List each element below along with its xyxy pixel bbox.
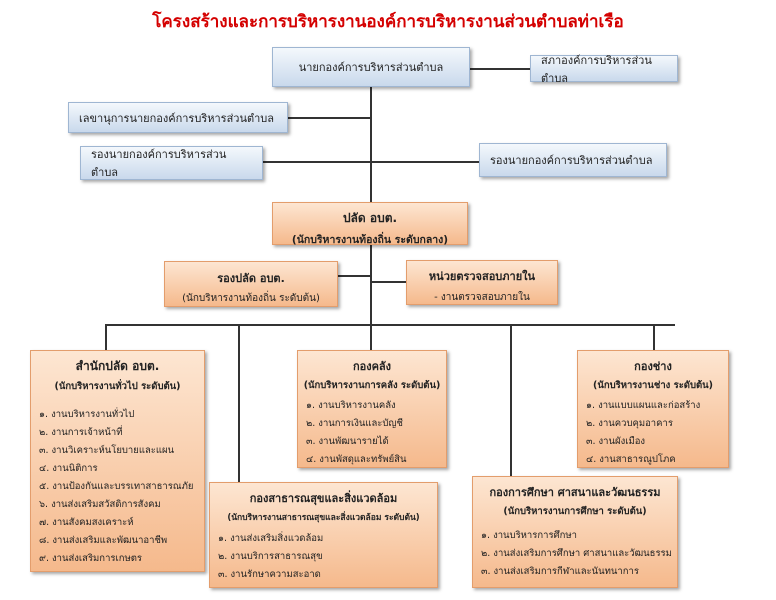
- palad-title: ปลัด อบต.: [342, 211, 398, 225]
- connector: [263, 161, 479, 163]
- list-item: ๒. งานการเงินและบัญชี: [306, 418, 403, 429]
- list-item: ๑. งานบริหารงานคลัง: [306, 400, 396, 411]
- education-box: กองการศึกษา ศาสนาและวัฒนธรรม (นักบริหารง…: [472, 476, 678, 588]
- works-list: ๑. งานแบบแผนและก่อสร้าง ๒. งานควบคุมอาคา…: [578, 397, 728, 469]
- connector: [370, 78, 372, 202]
- palad-box: ปลัด อบต. (นักบริหารงานท้องถิ่น ระดับกลา…: [272, 202, 468, 246]
- deputy-right-box: รองนายกองค์การบริหารส่วนตำบล: [479, 143, 667, 177]
- list-item: ๑. งานบริหารงานทั่วไป: [39, 409, 135, 420]
- mayor-box: นายกองค์การบริหารส่วนตำบล: [272, 47, 470, 87]
- health-title: กองสาธารณสุขและสิ่งแวดล้อม: [249, 492, 398, 505]
- office-title: สำนักปลัด อบต.: [75, 359, 160, 373]
- list-item: ๙. งานส่งเสริมการเกษตร: [39, 553, 143, 564]
- education-subtitle: (นักบริหารงานการศึกษา ระดับต้น): [503, 506, 647, 517]
- office-box: สำนักปลัด อบต. (นักบริหารงานทั่วไป ระดับ…: [30, 350, 205, 572]
- finance-title: กองคลัง: [352, 360, 392, 373]
- connector: [370, 245, 372, 325]
- list-item: ๒. งานการเจ้าหน้าที่: [39, 427, 123, 438]
- connector: [338, 275, 370, 277]
- list-item: ๘. งานส่งเสริมและพัฒนาอาชีพ: [39, 535, 168, 546]
- rong-palad-subtitle: (นักบริหารงานท้องถิ่น ระดับต้น): [182, 293, 320, 304]
- list-item: ๗. งานสังคมสงเคราะห์: [39, 517, 134, 528]
- connector: [105, 324, 107, 350]
- rong-palad-box: รองปลัด อบต. (นักบริหารงานท้องถิ่น ระดับ…: [164, 261, 338, 307]
- list-item: ๒. งานบริการสาธารณสุข: [218, 551, 323, 562]
- palad-subtitle: (นักบริหารงานท้องถิ่น ระดับกลาง): [291, 234, 449, 246]
- list-item: ๖. งานส่งเสริมสวัสดิการสังคม: [39, 499, 161, 510]
- connector: [653, 324, 655, 350]
- council-label: สภาองค์การบริหารส่วนตำบล: [541, 53, 652, 85]
- secretary-box: เลขานุการนายกองค์การบริหารส่วนตำบล: [68, 102, 288, 133]
- list-item: ๔. งานนิติการ: [39, 463, 98, 474]
- audit-subtitle: - งานตรวจสอบภายใน: [434, 292, 530, 303]
- education-list: ๑. งานบริหารการศึกษา ๒. งานส่งเสริมการศึ…: [473, 527, 677, 581]
- list-item: ๓. งานผังเมือง: [586, 436, 646, 447]
- health-box: กองสาธารณสุขและสิ่งแวดล้อม (นักบริหารงาน…: [209, 482, 438, 588]
- list-item: ๓. งานส่งเสริมการกีฬาและนันทนาการ: [481, 566, 639, 577]
- connector: [370, 281, 406, 283]
- health-list: ๑. งานส่งเสริมสิ่งแวดล้อม ๒. งานบริการสา…: [210, 530, 437, 584]
- connector: [510, 324, 512, 476]
- list-item: ๕. งานป้องกันและบรรเทาสาธารณภัย: [39, 481, 194, 492]
- list-item: ๑. งานบริหารการศึกษา: [481, 530, 577, 541]
- list-item: ๒. งานส่งเสริมการศึกษา ศาสนาและวัฒนธรรม: [481, 548, 672, 559]
- connector: [370, 324, 372, 350]
- connector: [238, 324, 240, 482]
- page-title: โครงสร้างและการบริหารงานองค์การบริหารงาน…: [152, 12, 624, 32]
- works-title: กองช่าง: [634, 360, 672, 373]
- connector: [470, 68, 530, 70]
- list-item: ๓. งานวิเคราะห์นโยบายและแผน: [39, 445, 175, 456]
- office-list: ๑. งานบริหารงานทั่วไป ๒. งานการเจ้าหน้าท…: [31, 406, 204, 568]
- list-item: ๔. งานสาธารณูปโภค: [586, 454, 676, 465]
- health-subtitle: (นักบริหารงานสาธารณสุขและสิ่งแวดล้อม ระด…: [227, 513, 420, 523]
- audit-box: หน่วยตรวจสอบภายใน - งานตรวจสอบภายใน: [406, 260, 558, 305]
- office-subtitle: (นักบริหารงานทั่วไป ระดับต้น): [54, 381, 181, 392]
- list-item: ๔. งานพัสดุและทรัพย์สิน: [306, 454, 407, 465]
- education-title: กองการศึกษา ศาสนาและวัฒนธรรม: [489, 486, 661, 499]
- mayor-label: นายกองค์การบริหารส่วนตำบล: [298, 61, 444, 74]
- deputy-left-label: รองนายกองค์การบริหารส่วนตำบล: [91, 148, 227, 179]
- finance-subtitle: (นักบริหารงานการคลัง ระดับต้น): [303, 380, 441, 391]
- works-subtitle: (นักบริหารงานช่าง ระดับต้น): [592, 380, 714, 391]
- list-item: ๓. งานรักษาความสะอาด: [218, 569, 321, 580]
- list-item: ๓. งานพัฒนารายได้: [306, 436, 389, 447]
- connector: [105, 324, 675, 326]
- finance-box: กองคลัง (นักบริหารงานการคลัง ระดับต้น) ๑…: [297, 350, 447, 468]
- connector: [288, 117, 370, 119]
- deputy-left-box: รองนายกองค์การบริหารส่วนตำบล: [80, 146, 263, 180]
- works-box: กองช่าง (นักบริหารงานช่าง ระดับต้น) ๑. ง…: [577, 350, 729, 468]
- list-item: ๑. งานแบบแผนและก่อสร้าง: [586, 400, 701, 411]
- audit-title: หน่วยตรวจสอบภายใน: [428, 270, 536, 283]
- list-item: ๑. งานส่งเสริมสิ่งแวดล้อม: [218, 533, 324, 544]
- list-item: ๒. งานควบคุมอาคาร: [586, 418, 673, 429]
- secretary-label: เลขานุการนายกองค์การบริหารส่วนตำบล: [79, 111, 275, 125]
- deputy-right-label: รองนายกองค์การบริหารส่วนตำบล: [490, 154, 653, 167]
- finance-list: ๑. งานบริหารงานคลัง ๒. งานการเงินและบัญช…: [298, 397, 446, 469]
- council-box: สภาองค์การบริหารส่วนตำบล: [530, 54, 678, 85]
- rong-palad-title: รองปลัด อบต.: [217, 272, 285, 285]
